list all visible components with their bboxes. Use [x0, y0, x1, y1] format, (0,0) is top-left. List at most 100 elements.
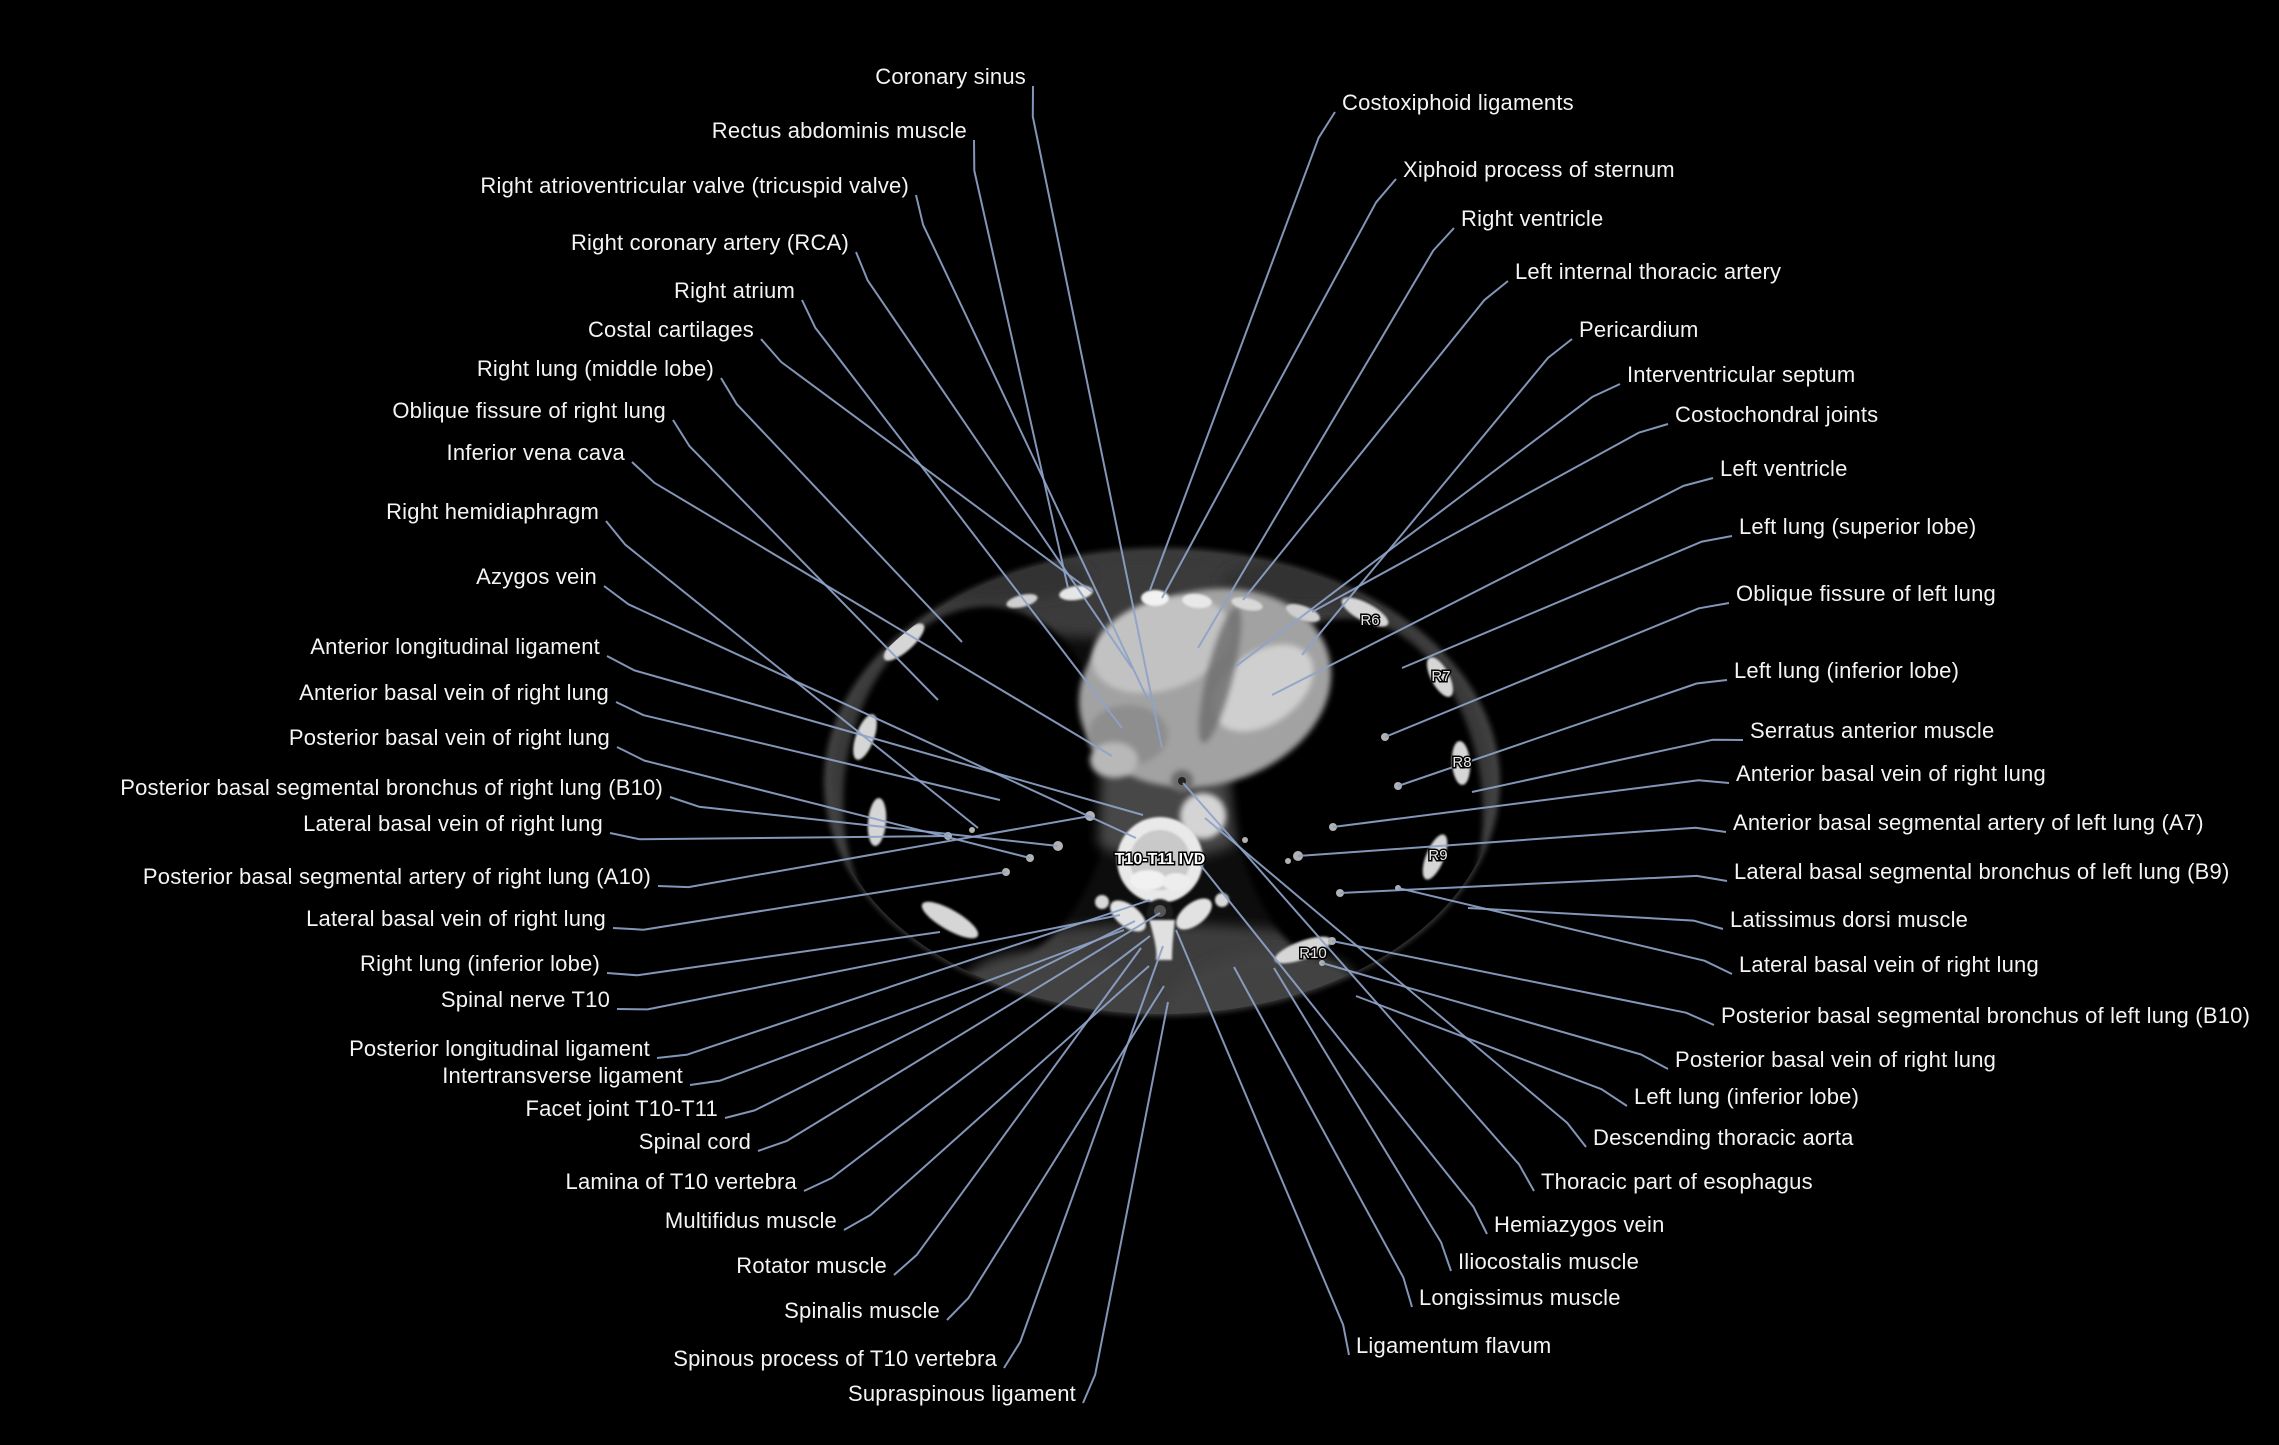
label-anterior-basal-segmental-artery-of-left-lung-a7: Anterior basal segmental artery of left … — [1733, 810, 2204, 835]
leader-line-ligamentum-flavum — [1175, 929, 1350, 1356]
label-right-ventricle: Right ventricle — [1461, 206, 1604, 231]
label-right-lung-inferior-lobe: Right lung (inferior lobe) — [360, 951, 600, 976]
leader-line-posterior-longitudinal-ligament — [656, 899, 1151, 1059]
label-left-lung-inferior-lobe: Left lung (inferior lobe) — [1634, 1084, 1860, 1109]
label-anterior-basal-vein-of-right-lung: Anterior basal vein of right lung — [1736, 761, 2046, 786]
label-posterior-basal-vein-of-right-lung: Posterior basal vein of right lung — [288, 725, 610, 750]
leader-line-thoracic-part-of-esophagus — [1182, 782, 1535, 1192]
leader-line-right-hemidiaphragm — [605, 520, 979, 829]
label-latissimus-dorsi-muscle: Latissimus dorsi muscle — [1730, 907, 1969, 932]
label-left-ventricle: Left ventricle — [1720, 456, 1848, 481]
leader-line-inferior-vena-cava — [631, 461, 1113, 757]
leader-line-right-ventricle — [1197, 227, 1455, 649]
leader-line-right-atrioventricular-valve-tricuspid-valve — [915, 194, 1149, 701]
leader-line-anterior-basal-vein-of-right-lung — [615, 701, 1001, 801]
label-lamina-of-t10-vertebra: Lamina of T10 vertebra — [565, 1169, 797, 1194]
leader-line-azygos-vein — [603, 585, 1137, 839]
label-serratus-anterior-muscle: Serratus anterior muscle — [1750, 718, 1995, 743]
leader-line-interventricular-septum — [1234, 383, 1621, 668]
label-supraspinous-ligament: Supraspinous ligament — [847, 1381, 1076, 1406]
label-posterior-basal-segmental-bronchus-of-left-lung-b10: Posterior basal segmental bronchus of le… — [1721, 1003, 2251, 1028]
leader-line-oblique-fissure-of-left-lung — [1384, 602, 1730, 738]
leader-line-latissimus-dorsi-muscle — [1467, 907, 1724, 930]
leader-line-serratus-anterior-muscle — [1471, 738, 1744, 793]
label-xiphoid-process-of-sternum: Xiphoid process of sternum — [1403, 157, 1675, 182]
leader-line-oblique-fissure-of-right-lung — [672, 419, 939, 701]
leader-line-posterior-basal-segmental-bronchus-of-right-lung-b10 — [669, 796, 1059, 847]
ct-marker-t10-t11-ivd: T10-T11 IVD — [1115, 851, 1206, 868]
label-costochondral-joints: Costochondral joints — [1675, 402, 1879, 427]
leader-line-spinalis-muscle — [946, 985, 1165, 1321]
leader-line-right-atrium — [801, 299, 1123, 729]
leader-line-lateral-basal-vein-of-right-lung — [609, 832, 949, 841]
label-azygos-vein: Azygos vein — [476, 564, 597, 589]
label-spinalis-muscle: Spinalis muscle — [784, 1298, 940, 1323]
leader-line-anterior-longitudinal-ligament — [606, 655, 1144, 816]
label-posterior-basal-segmental-artery-of-right-lung-a10: Posterior basal segmental artery of righ… — [142, 864, 651, 889]
label-posterior-longitudinal-ligament: Posterior longitudinal ligament — [349, 1036, 650, 1061]
label-hemiazygos-vein: Hemiazygos vein — [1494, 1212, 1665, 1237]
leader-line-right-coronary-artery-rca — [855, 251, 1133, 669]
label-right-atrium: Right atrium — [674, 278, 795, 303]
leader-line-spinal-nerve-t10 — [616, 914, 1121, 1011]
label-right-hemidiaphragm: Right hemidiaphragm — [386, 499, 599, 524]
leader-line-hemiazygos-vein — [1189, 851, 1488, 1235]
leader-line-right-lung-inferior-lobe — [606, 931, 941, 977]
label-right-lung-middle-lobe: Right lung (middle lobe) — [476, 356, 714, 381]
leader-line-iliocostalis-muscle — [1273, 967, 1452, 1272]
leader-line-facet-joint-t10-t11 — [724, 920, 1136, 1119]
leader-line-descending-thoracic-aorta — [1204, 817, 1587, 1148]
ct-marker-r9: R9 — [1428, 847, 1447, 864]
label-interventricular-septum: Interventricular septum — [1627, 362, 1856, 387]
label-facet-joint-t10-t11: Facet joint T10-T11 — [525, 1096, 718, 1121]
label-lateral-basal-vein-of-right-lung: Lateral basal vein of right lung — [306, 906, 606, 931]
leader-line-left-lung-inferior-lobe — [1355, 995, 1628, 1107]
leader-line-posterior-basal-vein-of-right-lung — [616, 746, 1031, 859]
leader-line-anterior-basal-vein-of-right-lung — [1332, 779, 1730, 828]
leader-line-posterior-basal-vein-of-right-lung — [1321, 962, 1669, 1070]
label-right-coronary-artery-rca: Right coronary artery (RCA) — [570, 230, 849, 255]
leader-line-spinous-process-of-t10-vertebra — [1003, 945, 1164, 1369]
label-costoxiphoid-ligaments: Costoxiphoid ligaments — [1342, 90, 1574, 115]
label-thoracic-part-of-esophagus: Thoracic part of esophagus — [1541, 1169, 1813, 1194]
leader-line-lateral-basal-segmental-bronchus-of-left-lung-b9 — [1339, 874, 1728, 894]
label-lateral-basal-segmental-bronchus-of-left-lung-b9: Lateral basal segmental bronchus of left… — [1734, 859, 2230, 884]
leader-line-anterior-basal-segmental-artery-of-left-lung-a7 — [1297, 826, 1727, 857]
label-costal-cartilages: Costal cartilages — [587, 317, 754, 342]
leader-line-costochondral-joints — [1311, 423, 1669, 613]
leader-line-posterior-basal-segmental-bronchus-of-left-lung-b10 — [1331, 940, 1715, 1026]
label-lateral-basal-vein-of-right-lung: Lateral basal vein of right lung — [303, 811, 603, 836]
leader-line-lamina-of-t10-vertebra — [803, 935, 1151, 1192]
label-rectus-abdominis-muscle: Rectus abdominis muscle — [711, 118, 967, 143]
label-inferior-vena-cava: Inferior vena cava — [446, 440, 625, 465]
label-intertransverse-ligament: Intertransverse ligament — [442, 1063, 683, 1088]
leader-line-multifidus-muscle — [843, 965, 1150, 1231]
leader-line-costal-cartilages — [760, 338, 1093, 593]
label-oblique-fissure-of-right-lung: Oblique fissure of right lung — [392, 398, 666, 423]
label-left-lung-inferior-lobe: Left lung (inferior lobe) — [1734, 658, 1960, 683]
label-posterior-basal-segmental-bronchus-of-right-lung-b10: Posterior basal segmental bronchus of ri… — [120, 775, 663, 800]
leader-line-left-lung-superior-lobe — [1401, 535, 1733, 669]
leader-line-intertransverse-ligament — [689, 929, 1125, 1086]
label-iliocostalis-muscle: Iliocostalis muscle — [1458, 1249, 1640, 1274]
label-spinous-process-of-t10-vertebra: Spinous process of T10 vertebra — [673, 1346, 997, 1371]
leader-line-left-lung-inferior-lobe — [1397, 679, 1728, 787]
label-lateral-basal-vein-of-right-lung: Lateral basal vein of right lung — [1739, 952, 2039, 977]
label-descending-thoracic-aorta: Descending thoracic aorta — [1593, 1125, 1854, 1150]
leader-line-right-lung-middle-lobe — [720, 377, 963, 643]
label-oblique-fissure-of-left-lung: Oblique fissure of left lung — [1736, 581, 1996, 606]
leader-line-left-ventricle — [1271, 477, 1714, 696]
leader-line-rectus-abdominis-muscle — [973, 139, 1069, 589]
leader-line-coronary-sinus — [1031, 85, 1163, 749]
label-pericardium: Pericardium — [1579, 317, 1699, 342]
label-anterior-basal-vein-of-right-lung: Anterior basal vein of right lung — [299, 680, 609, 705]
label-ligamentum-flavum: Ligamentum flavum — [1356, 1333, 1552, 1358]
label-posterior-basal-vein-of-right-lung: Posterior basal vein of right lung — [1675, 1047, 1997, 1072]
leader-line-costoxiphoid-ligaments — [1149, 111, 1336, 591]
leader-line-lateral-basal-vein-of-right-lung — [1397, 887, 1733, 975]
label-anterior-longitudinal-ligament: Anterior longitudinal ligament — [310, 634, 600, 659]
leader-line-pericardium — [1301, 338, 1573, 656]
leader-line-longissimus-muscle — [1233, 966, 1413, 1308]
